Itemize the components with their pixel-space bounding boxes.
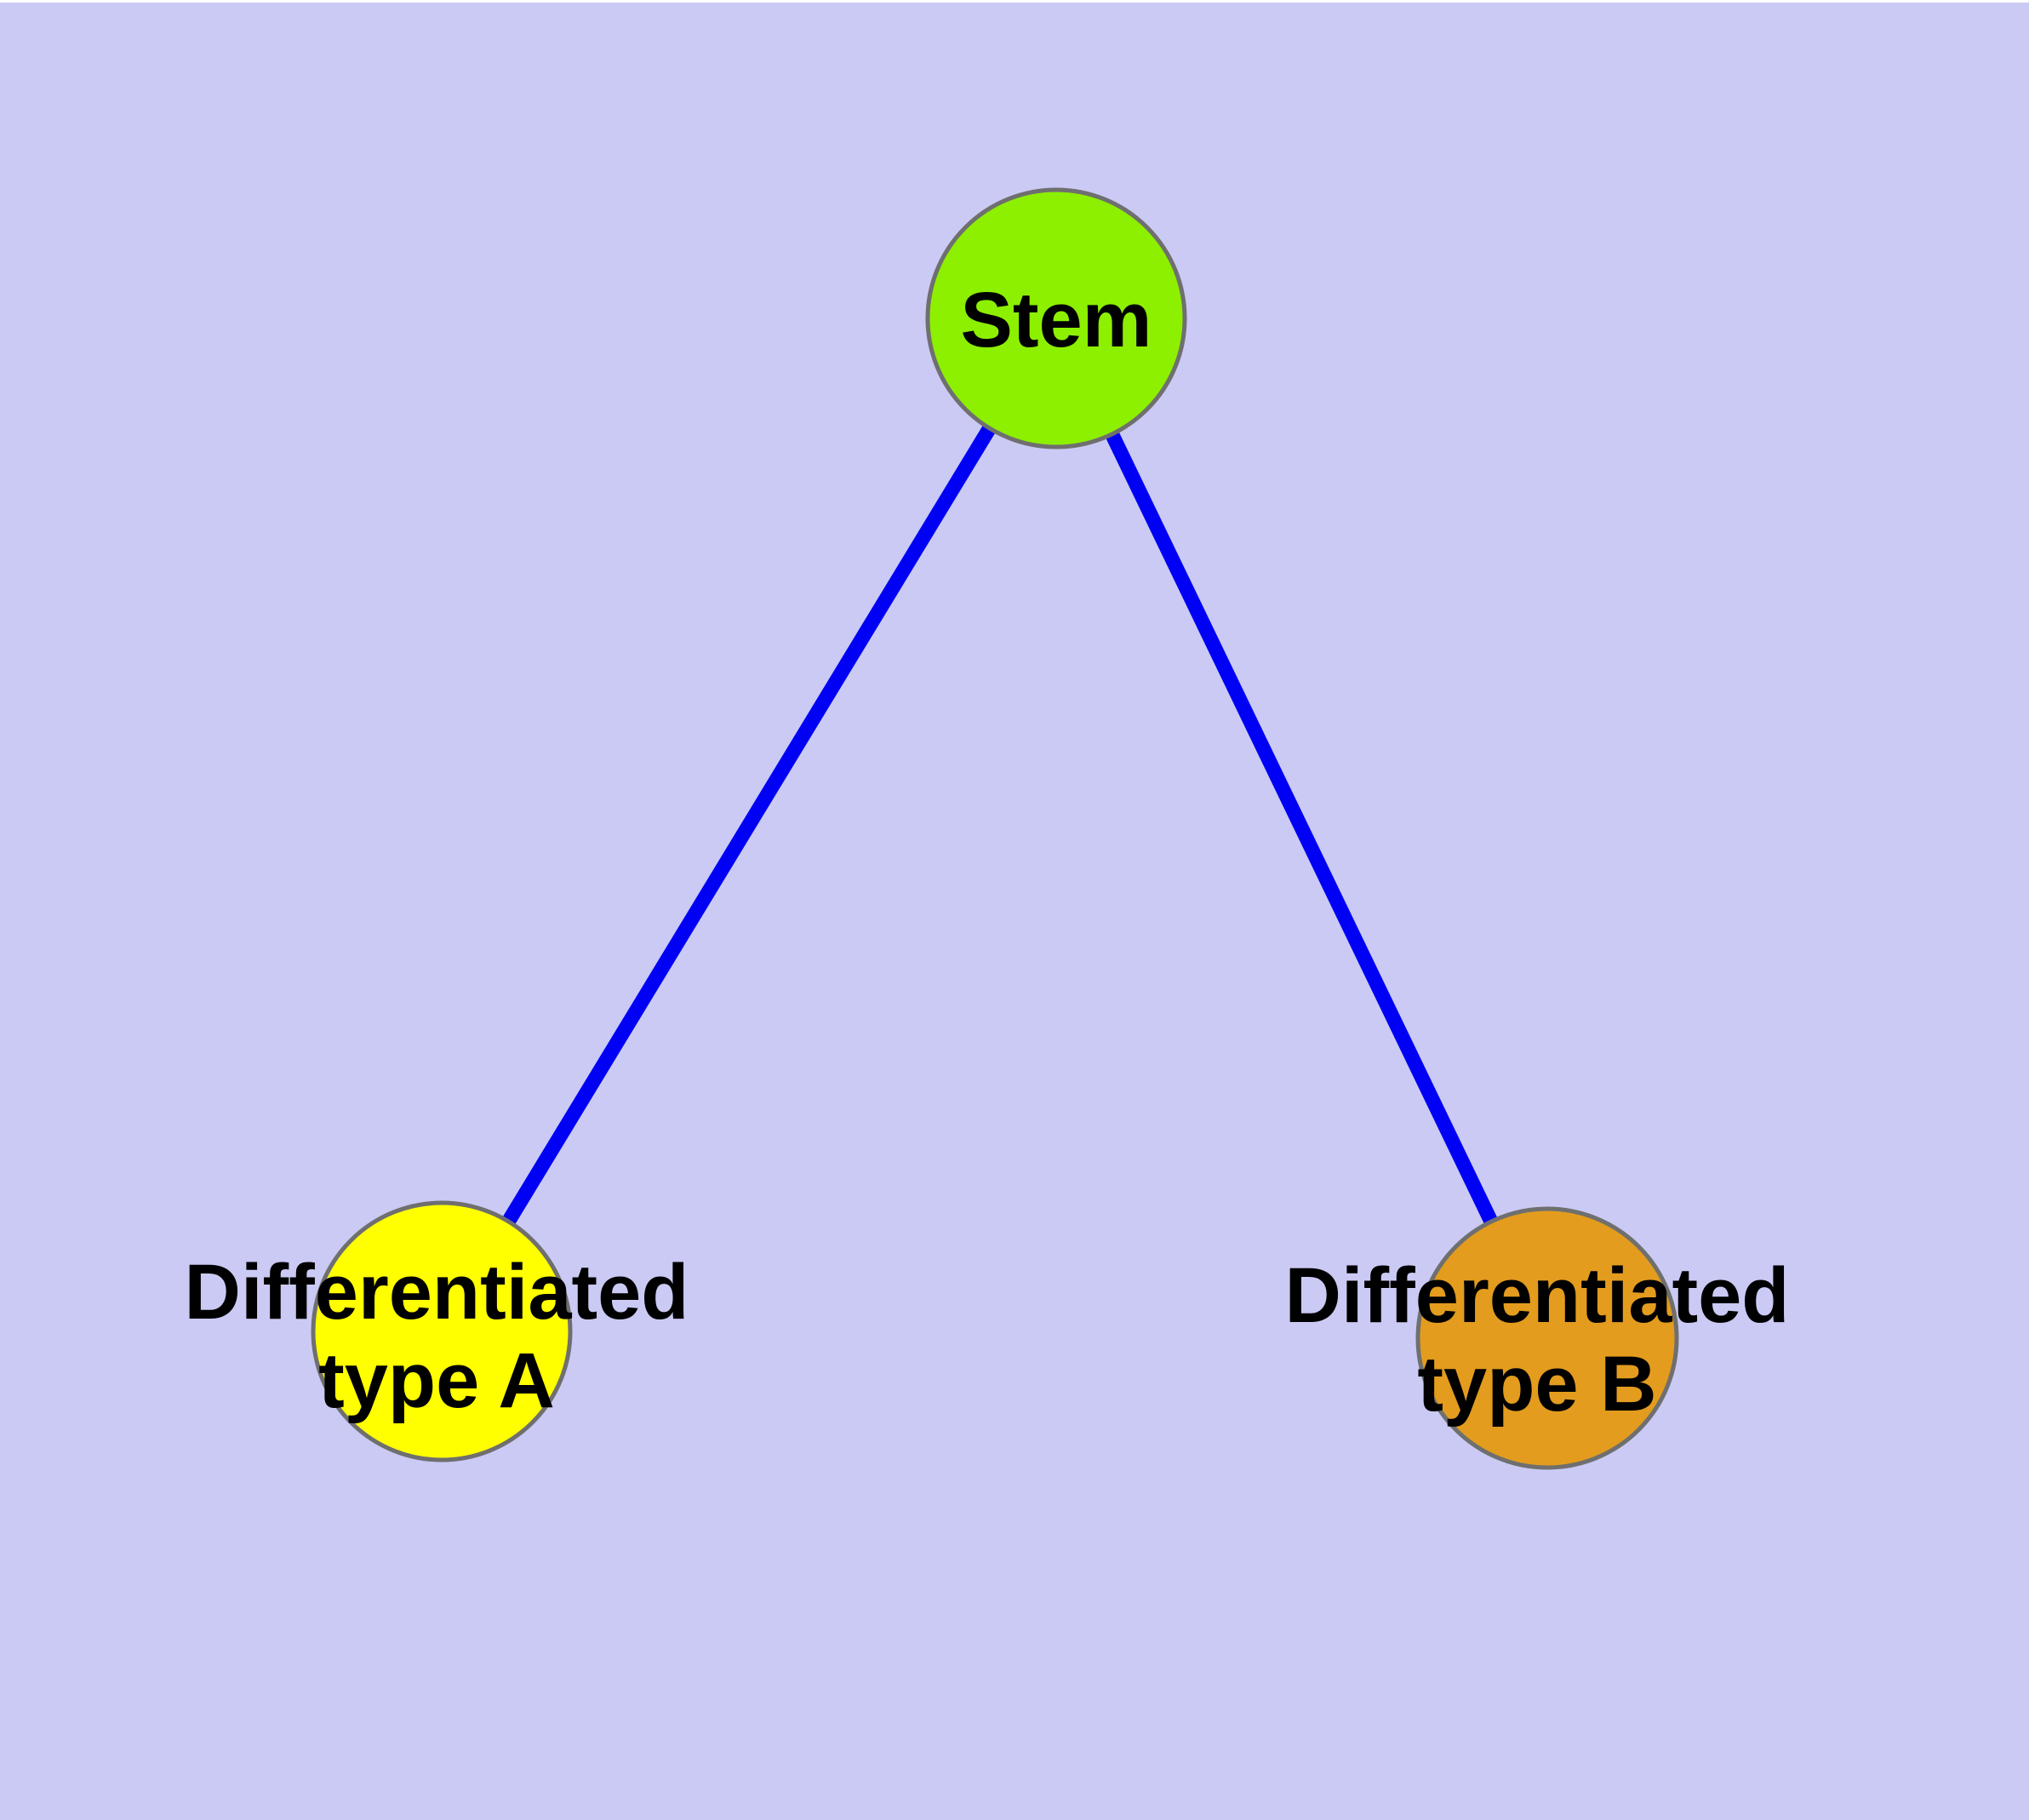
edge-stem-to-type-b [1049,315,1554,1342]
node-stem-label: Stem [961,277,1152,365]
edge-stem-to-type-a [435,314,1063,1336]
node-type-a-label-line2: type A [318,1337,555,1424]
node-stem-label-text: Stem [960,277,1152,364]
node-type-a-label: Differentiated type A [185,1249,689,1426]
node-differentiated-type-a [311,1200,573,1462]
node-type-b-label-line1: Differentiated [1284,1252,1790,1340]
node-type-a-label-line1: Differentiated [184,1249,689,1336]
node-type-b-label-line2: type B [1417,1341,1657,1428]
node-stem [925,187,1187,449]
node-differentiated-type-b [1415,1206,1679,1470]
node-type-b-label: Differentiated type B [1285,1252,1790,1429]
